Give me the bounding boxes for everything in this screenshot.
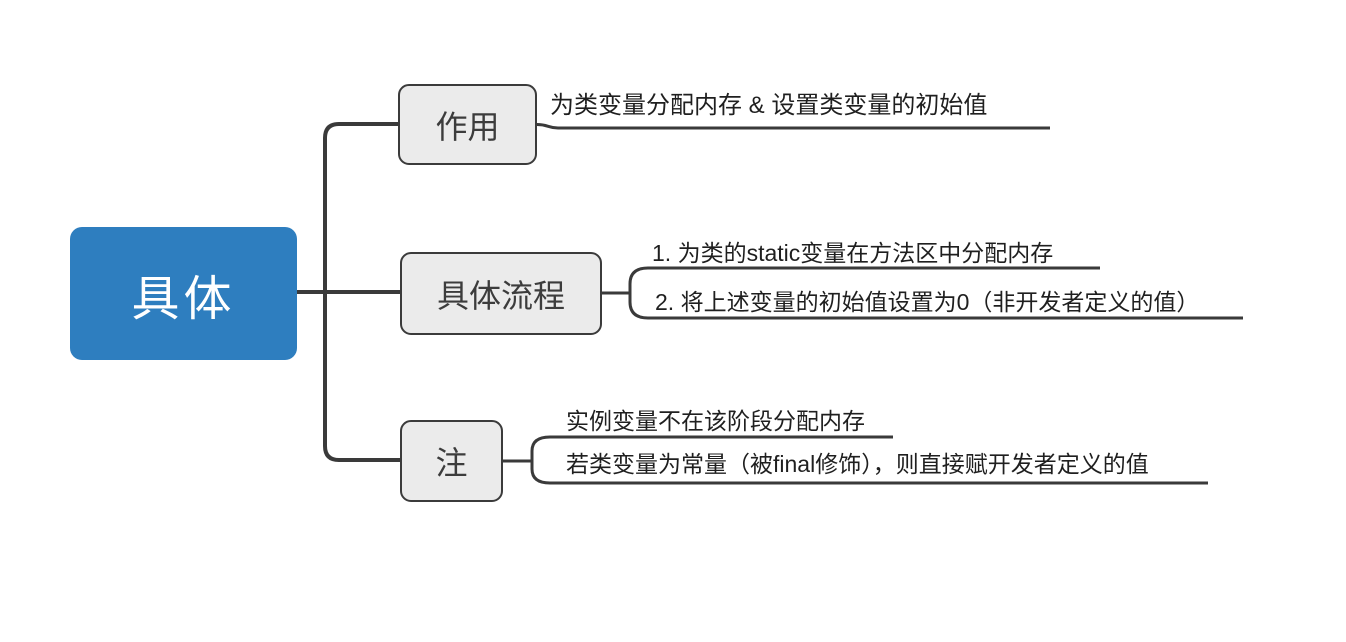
root-node-label: 具体	[131, 272, 236, 326]
branch-node-1-label: 作用	[435, 108, 500, 145]
branch-node-1[interactable]: 作用	[398, 84, 537, 165]
leaf-topic[interactable]: 若类变量为常量（被final修饰），则直接赋开发者定义的值	[566, 451, 1149, 477]
connector-trunk	[323, 122, 400, 462]
branch-node-3[interactable]: 注	[400, 420, 503, 502]
leaf-topic[interactable]: 1. 为类的static变量在方法区中分配内存	[652, 240, 1054, 266]
root-node[interactable]: 具体	[70, 227, 297, 360]
leaf-topic[interactable]: 实例变量不在该阶段分配内存	[566, 408, 865, 434]
branch-node-3-label: 注	[435, 445, 468, 481]
leaf-topic[interactable]: 为类变量分配内存 & 设置类变量的初始值	[550, 92, 988, 119]
branch-node-2[interactable]: 具体流程	[400, 252, 602, 335]
connector-branch3-leaves	[530, 435, 1208, 485]
leaf-topic[interactable]: 2. 将上述变量的初始值设置为0（非开发者定义的值）	[655, 289, 1200, 315]
branch-node-2-label: 具体流程	[436, 277, 565, 314]
connector-branch2-leaves	[628, 266, 1243, 320]
connector-branch1-leaf	[536, 123, 1050, 130]
